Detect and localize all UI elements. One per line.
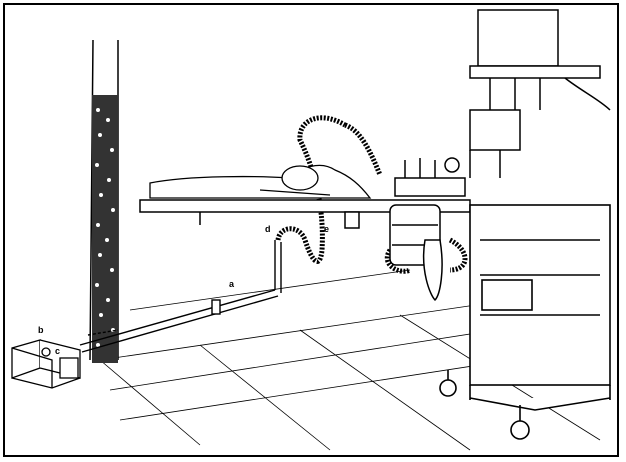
ceiling-unit (470, 10, 610, 178)
anesthesia-machine (390, 158, 465, 300)
label-d: d (265, 224, 271, 234)
label-a: a (229, 279, 235, 289)
label-b: b (38, 325, 44, 335)
wall-column (90, 40, 118, 363)
scavenger-interface-box (12, 340, 80, 388)
anesthesia-cart (440, 205, 610, 439)
label-e: e (324, 224, 329, 234)
label-c: c (55, 346, 60, 356)
patient-figure (150, 165, 370, 198)
